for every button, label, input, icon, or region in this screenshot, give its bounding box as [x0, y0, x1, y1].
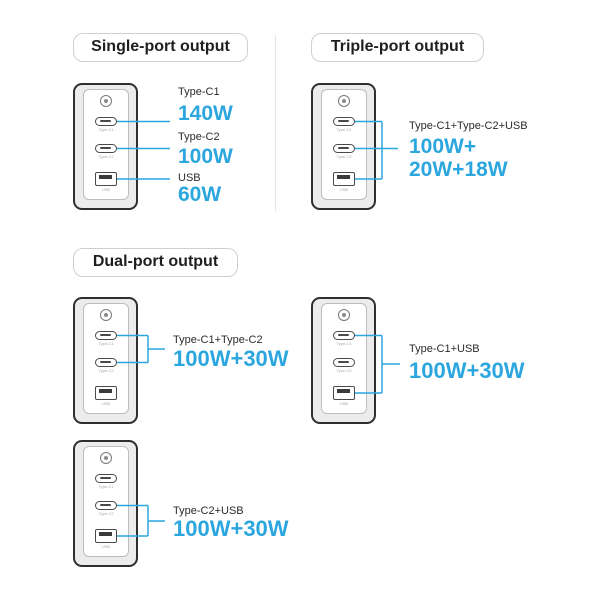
- dual-port-power-3: 100W+30W: [173, 516, 289, 541]
- charger-front-panel: Type-C1 Type-C2 USB: [83, 446, 129, 557]
- usb-port-icon: [95, 172, 117, 186]
- triple-port-combination: Type-C1+Type-C2+USB: [409, 120, 528, 132]
- charger-dual-port-c1-usb: Type-C1 Type-C2 USB: [311, 297, 376, 424]
- charger-logo-icon: [338, 95, 350, 107]
- usb-port-icon: [95, 529, 117, 543]
- type-c1-port-icon: [333, 331, 355, 340]
- usb-port-icon: [333, 172, 355, 186]
- usb-port-icon: [95, 386, 117, 400]
- port-label-c2: Type-C2: [98, 368, 114, 373]
- charger-front-panel: Type-C1 Type-C2 USB: [321, 303, 367, 414]
- port-label-c1: Type-C1: [336, 341, 352, 346]
- charger-triple-port: Type-C1 Type-C2 USB: [311, 83, 376, 210]
- port-label-usb: USB: [101, 544, 111, 549]
- type-c1-port-icon: [95, 331, 117, 340]
- port-label-usb: USB: [101, 187, 111, 192]
- charger-logo-icon: [338, 309, 350, 321]
- dual-port-heading: Dual-port output: [73, 248, 238, 277]
- port-label-c2: Type-C2: [98, 154, 114, 159]
- type-c2-port-icon: [95, 144, 117, 153]
- port-label-c1: Type-C1: [98, 127, 114, 132]
- triple-port-heading: Triple-port output: [311, 33, 484, 62]
- port-label-c2: Type-C2: [336, 154, 352, 159]
- single-port-name-c2: Type-C2: [178, 131, 220, 143]
- charger-front-panel: Type-C1 Type-C2 USB: [83, 303, 129, 414]
- type-c2-port-icon: [333, 358, 355, 367]
- single-port-name-usb: USB: [178, 172, 201, 184]
- port-label-c1: Type-C1: [98, 484, 114, 489]
- dual-port-combination-2: Type-C1+USB: [409, 343, 480, 355]
- port-label-c1: Type-C1: [98, 341, 114, 346]
- charger-front-panel: Type-C1 Type-C2 USB: [321, 89, 367, 200]
- type-c2-port-icon: [333, 144, 355, 153]
- single-port-name-c1: Type-C1: [178, 86, 220, 98]
- single-port-heading: Single-port output: [73, 33, 248, 62]
- dual-port-power-2: 100W+30W: [409, 358, 525, 383]
- dual-c2-usb-bracket-connector: [117, 504, 165, 537]
- dual-port-power-1: 100W+30W: [173, 346, 289, 371]
- port-label-c2: Type-C2: [336, 368, 352, 373]
- charger-logo-icon: [100, 452, 112, 464]
- charger-logo-icon: [100, 95, 112, 107]
- port-label-c1: Type-C1: [336, 127, 352, 132]
- port-label-usb: USB: [339, 187, 349, 192]
- usb-port-icon: [333, 386, 355, 400]
- type-c1-port-icon: [95, 117, 117, 126]
- charger-dual-port-c2-usb: Type-C1 Type-C2 USB: [73, 440, 138, 567]
- charger-logo-icon: [100, 309, 112, 321]
- triple-port-power-line-2: 20W+18W: [409, 158, 508, 181]
- port-label-c2: Type-C2: [98, 511, 114, 516]
- port-label-usb: USB: [339, 401, 349, 406]
- port-label-usb: USB: [101, 401, 111, 406]
- single-port-power-c1: 140W: [178, 102, 233, 125]
- charger-dual-port-c1-c2: Type-C1 Type-C2 USB: [73, 297, 138, 424]
- type-c2-port-icon: [95, 358, 117, 367]
- single-port-power-usb: 60W: [178, 183, 222, 206]
- dual-port-combination-1: Type-C1+Type-C2: [173, 334, 263, 346]
- dual-c1-c2-bracket-connector: [117, 334, 165, 364]
- type-c2-port-icon: [95, 501, 117, 510]
- dual-c1-usb-bracket-connector: [355, 334, 400, 394]
- triple-bracket-connector: [355, 120, 398, 180]
- charger-front-panel: Type-C1 Type-C2 USB: [83, 89, 129, 200]
- charger-single-port: Type-C1 Type-C2 USB: [73, 83, 138, 210]
- type-c1-port-icon: [95, 474, 117, 483]
- section-divider: [275, 35, 276, 211]
- triple-port-power-line-1: 100W+: [409, 135, 477, 158]
- type-c1-port-icon: [333, 117, 355, 126]
- single-port-power-c2: 100W: [178, 145, 233, 168]
- dual-port-combination-3: Type-C2+USB: [173, 505, 244, 517]
